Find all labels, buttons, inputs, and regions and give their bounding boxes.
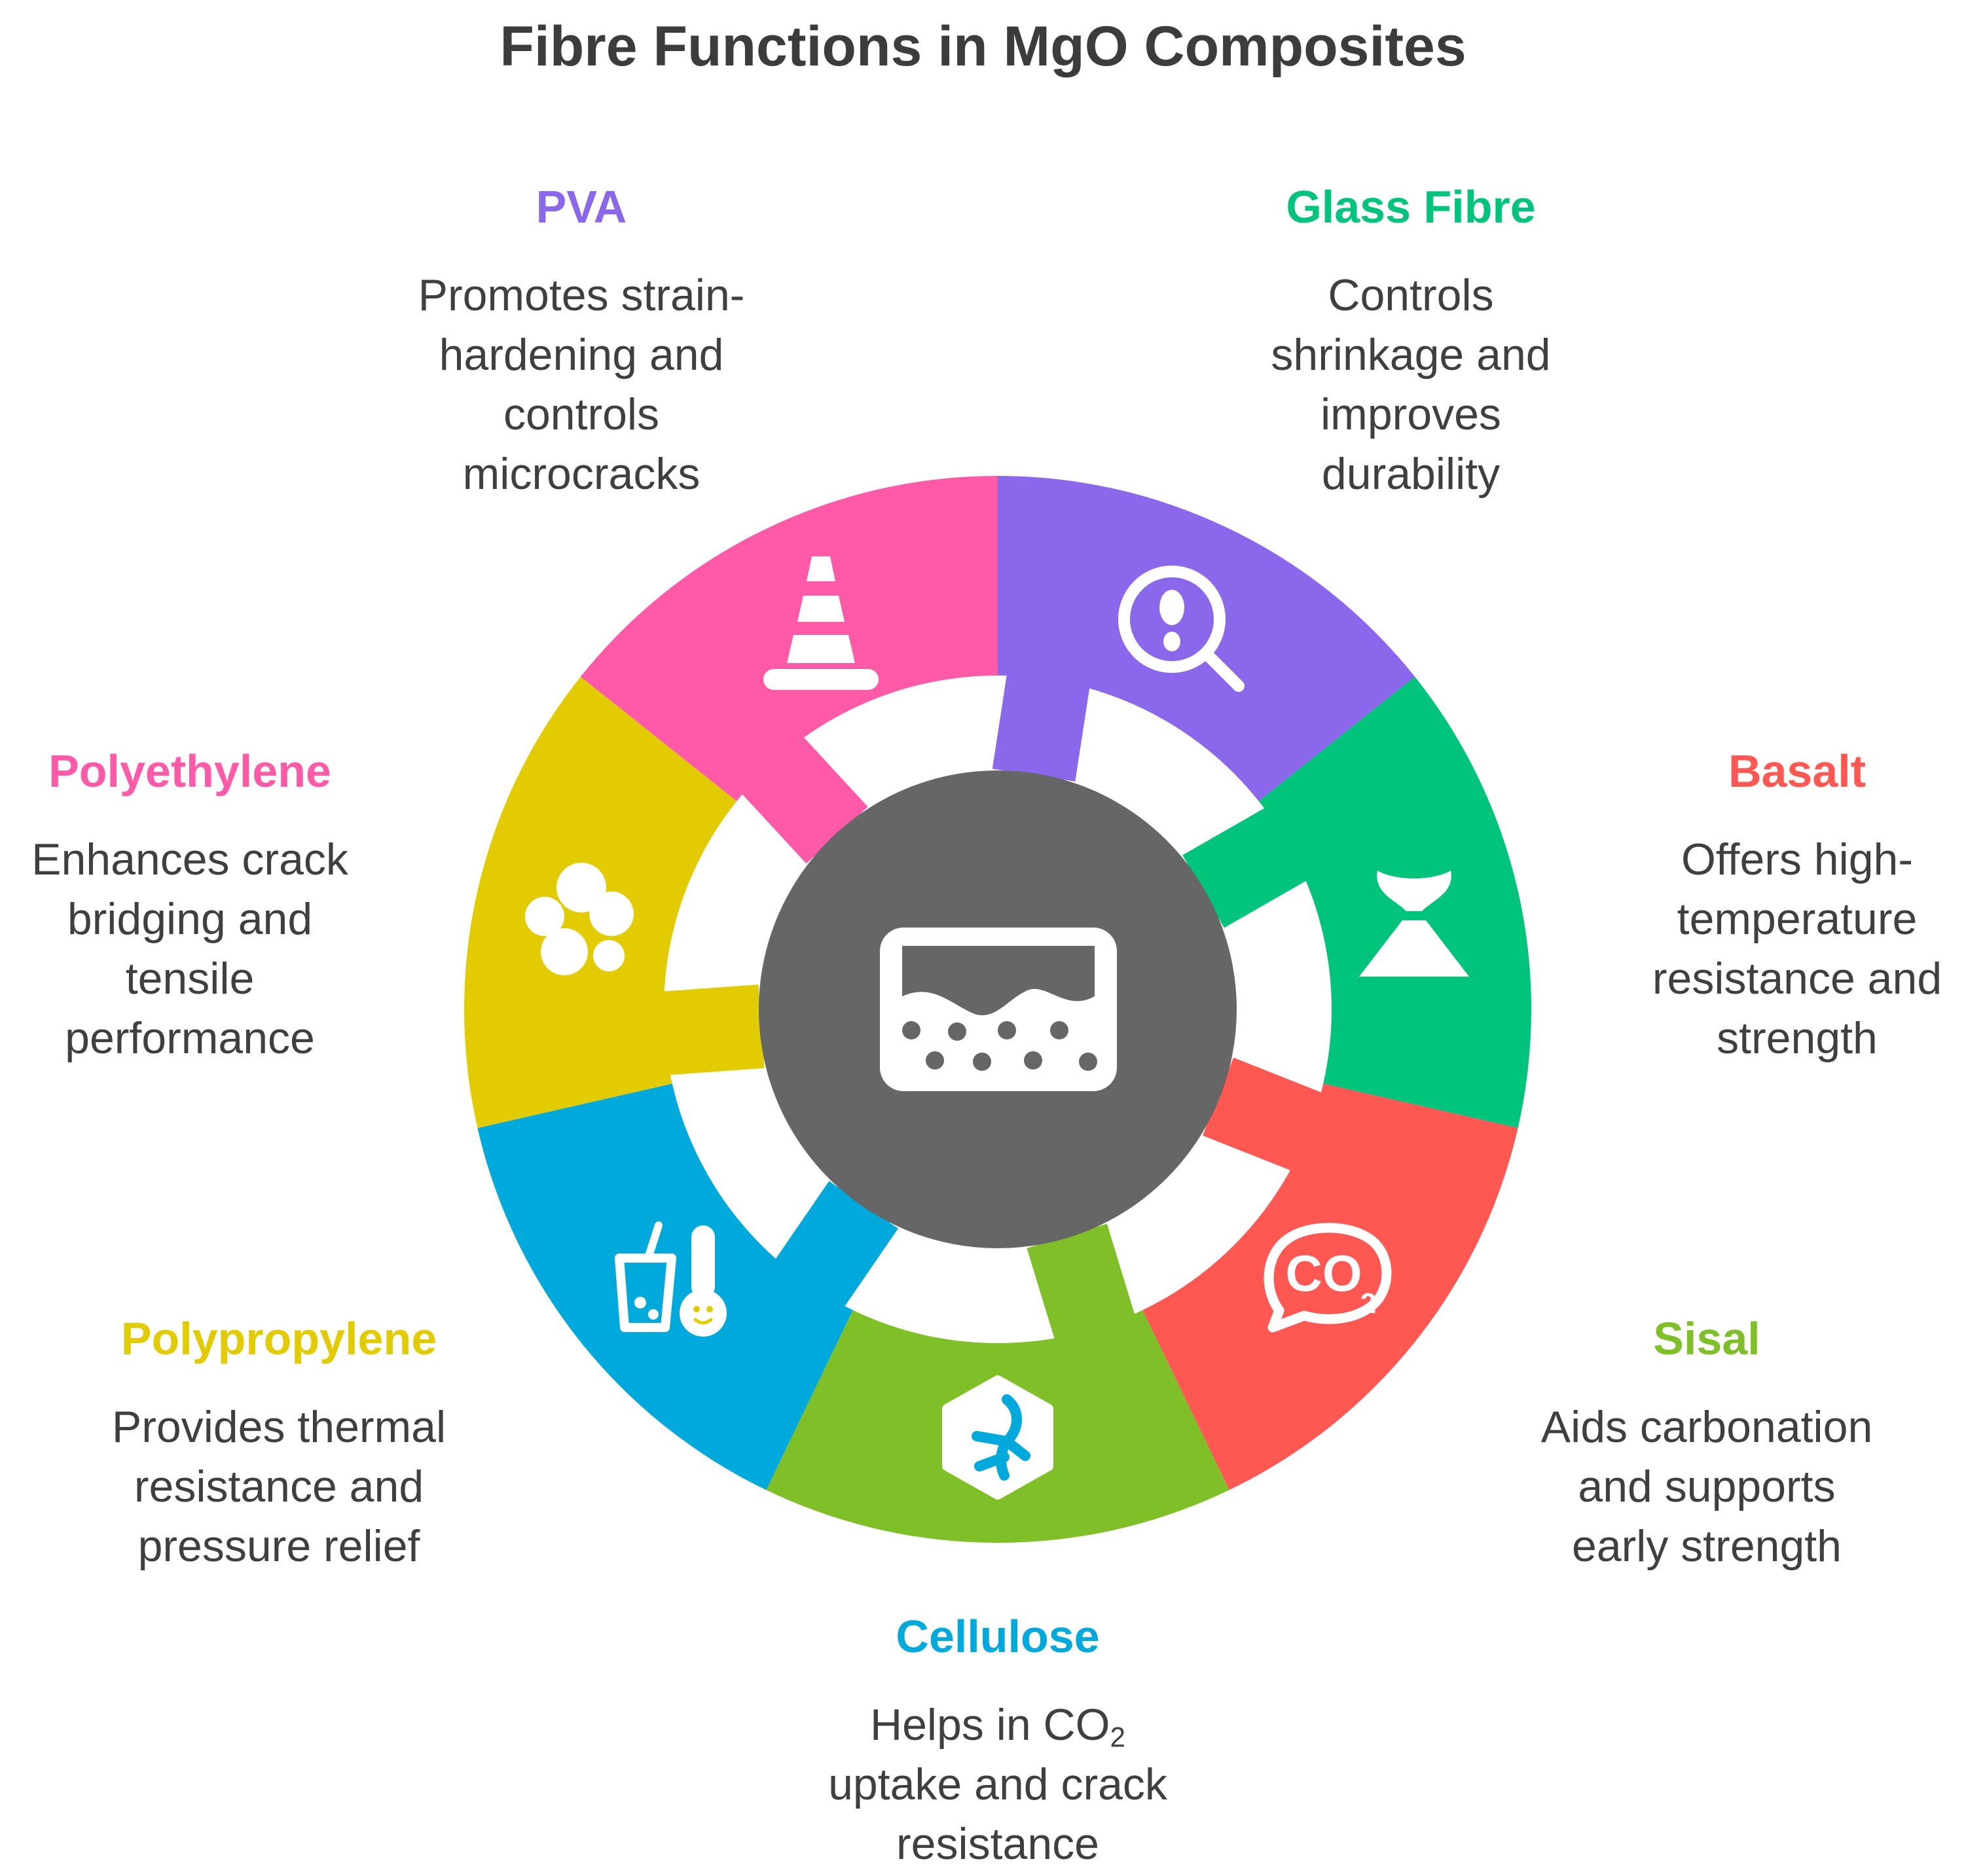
description-line: bridging and	[67, 894, 313, 944]
connector-basalt	[1203, 1057, 1339, 1178]
connector-cellulose	[765, 1181, 898, 1322]
svg-text:CO: CO	[1286, 1244, 1362, 1302]
segment-description-sisal: Aids carbonation and supports early streng…	[1541, 1398, 1873, 1576]
svg-text:2: 2	[1360, 1288, 1376, 1320]
description-line: durability	[1321, 449, 1501, 499]
traffic-cone-icon	[763, 556, 879, 690]
description-line: performance	[65, 1013, 315, 1063]
description-line: improves	[1320, 389, 1501, 439]
segment-title-glass-fibre: Glass Fibre	[1286, 181, 1536, 232]
description-line: resistance and	[134, 1462, 424, 1511]
connector-sisal	[1027, 1223, 1140, 1356]
segment-title-basalt: Basalt	[1728, 746, 1866, 797]
mgo-matrix-icon	[880, 928, 1117, 1091]
segment-description-polypropylene: Provides thermal resistance and pressure r…	[112, 1398, 446, 1576]
segment-glass-fibre	[1258, 676, 1531, 1128]
segment-basalt	[1142, 1083, 1518, 1490]
magnifier-footprint-icon	[1118, 566, 1245, 692]
description-line: hardening and	[439, 330, 724, 380]
description-line: Offers high-	[1681, 835, 1914, 884]
description-line: strength	[1717, 1013, 1878, 1063]
segment-title-pva: PVA	[536, 181, 627, 232]
description-line: Promotes strain-	[418, 270, 745, 320]
segment-pva	[998, 476, 1415, 802]
segment-description-basalt: Offers high-temperature resistance and str…	[1652, 830, 1942, 1068]
description-line: early strength	[1572, 1521, 1842, 1571]
description-line: Controls	[1328, 270, 1494, 320]
connector-polyethylene	[729, 724, 868, 864]
description-line: Helps in CO2	[869, 1700, 1125, 1753]
segment-title-polypropylene: Polypropylene	[120, 1313, 437, 1364]
description-line: tensile	[125, 954, 255, 1003]
segment-title-polyethylene: Polyethylene	[48, 746, 331, 797]
segment-description-polyethylene: Enhances crack bridging and tensile perform…	[31, 830, 348, 1068]
description-line: Enhances crack	[31, 835, 348, 884]
description-line: Aids carbonation	[1540, 1402, 1873, 1452]
segment-description-pva: Promotes strain-hardening and controls mic…	[418, 266, 745, 504]
description-line: controls	[503, 389, 660, 439]
segment-description-glass-fibre: Controls shrinkage and improves durability	[1271, 266, 1550, 504]
description-line: shrinkage and	[1271, 330, 1551, 380]
hexagon-fibre-icon	[942, 1375, 1053, 1500]
description-line: and supports	[1578, 1462, 1836, 1511]
connector-pva	[992, 657, 1093, 782]
co2-speech-bubble-icon: CO 2	[1264, 1223, 1392, 1333]
diagram-title: Fibre Functions in MgO Composites	[500, 15, 1466, 78]
description-line: pressure relief	[137, 1521, 420, 1571]
description-line: Provides thermal	[111, 1402, 446, 1452]
segment-title-sisal: Sisal	[1653, 1313, 1760, 1364]
volcano-icon	[1359, 871, 1469, 977]
label-pva: PVA Promotes strain-hardening and controls…	[418, 179, 745, 504]
description-line: resistance and	[1652, 954, 1942, 1003]
segment-ring	[464, 476, 1531, 1543]
description-line: microcracks	[462, 449, 701, 499]
cup-thermometer-icon	[615, 1221, 727, 1337]
segment-polyethylene	[580, 476, 998, 802]
description-line: uptake and crack	[828, 1759, 1167, 1809]
cells-cluster-icon	[525, 863, 634, 975]
connector-glass-fibre	[1182, 799, 1322, 928]
connector-polypropylene	[646, 984, 765, 1077]
description-line: temperature	[1677, 894, 1918, 944]
segment-title-cellulose: Cellulose	[896, 1611, 1100, 1662]
subscript: 2	[1110, 1722, 1125, 1753]
segment-description-cellulose: Helps in CO2 uptake and crack resistance	[828, 1695, 1167, 1874]
description-line: resistance	[896, 1819, 1099, 1869]
